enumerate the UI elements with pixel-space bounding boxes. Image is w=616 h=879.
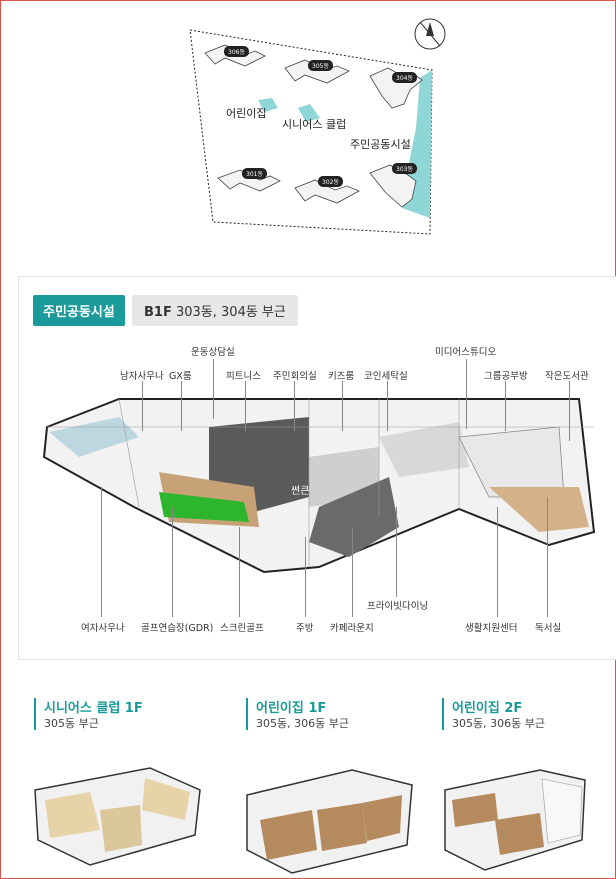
building-305-label: 305동 (308, 60, 333, 71)
building-302-label: 302동 (318, 176, 343, 187)
facility-senior-label: 시니어스 클럽 (282, 118, 347, 131)
label-kitchen: 주방 (296, 623, 314, 634)
label-private-dining: 프라이빗다이닝 (367, 601, 429, 612)
building-304-label: 304동 (392, 72, 417, 83)
label-mens-sauna: 남자사우나 (120, 371, 164, 382)
site-plan-drawing (189, 18, 446, 235)
panel-1-accent-bar (34, 698, 36, 730)
daycare-1f-floor-plan (246, 769, 413, 874)
daycare-2f-title: 어린이집 2F (452, 701, 523, 716)
daycare-2f-location: 305동, 306동 부근 (452, 717, 545, 730)
daycare-1f-title: 어린이집 1F (256, 701, 327, 716)
senior-club-title: 시니어스 클럽 1F (44, 701, 143, 716)
building-301-label: 301동 (242, 168, 267, 179)
label-life-support-center: 생활지원센터 (465, 623, 518, 634)
floor-location: 303동, 304동 부근 (175, 305, 286, 320)
label-kids-room: 키즈룸 (328, 371, 355, 382)
b1f-floor-plan (42, 398, 596, 574)
label-small-library: 작은도서관 (545, 371, 589, 382)
label-cafe-lounge: 카페라운지 (330, 623, 374, 634)
facility-daycare-label: 어린이집 (226, 107, 267, 120)
label-coin-laundry: 코인세탁실 (364, 371, 408, 382)
daycare-1f-location: 305동, 306동 부근 (256, 717, 349, 730)
label-golf-range: 골프연습장(GDR) (141, 623, 214, 634)
label-womens-sauna: 여자사우나 (81, 623, 125, 634)
senior-club-location: 305동 부근 (44, 717, 99, 730)
label-residents-meeting: 주민회의실 (273, 371, 317, 382)
site-plan: 306동 305동 304동 301동 302동 303동 어린이집 시니어스 … (180, 8, 480, 248)
label-exercise-consult: 운동상담실 (191, 347, 235, 358)
floor-location-tag: B1F 303동, 304동 부근 (132, 295, 298, 326)
label-reading-room: 독서실 (535, 623, 562, 634)
label-media-studio: 미디어스튜디오 (435, 347, 497, 358)
panel-2-accent-bar (246, 698, 248, 730)
label-gx-room: GX룸 (169, 371, 192, 382)
label-sunken: 썬큰 (291, 486, 310, 497)
building-303-label: 303동 (392, 163, 417, 174)
community-facility-tag: 주민공동시설 (33, 295, 125, 326)
facility-community-label: 주민공동시설 (350, 138, 411, 151)
label-group-study: 그룹공부방 (484, 371, 528, 382)
label-fitness: 피트니스 (226, 371, 261, 382)
compass-icon (414, 18, 446, 50)
building-306-label: 306동 (224, 46, 249, 57)
b1f-section: 주민공동시설 B1F 303동, 304동 부근 운동상 (18, 276, 616, 660)
daycare-2f-floor-plan (444, 769, 586, 871)
panel-3-accent-bar (442, 698, 444, 730)
senior-club-floor-plan (34, 767, 201, 866)
label-screen-golf: 스크린골프 (220, 623, 264, 634)
floor-label: B1F (144, 305, 172, 320)
